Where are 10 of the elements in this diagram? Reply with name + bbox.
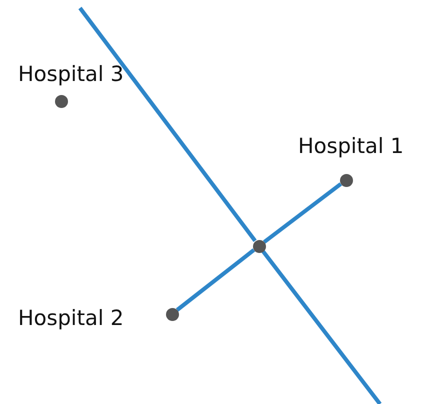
location-dot — [54, 94, 68, 108]
place-label: Hospital 1 — [298, 136, 404, 157]
location-dot — [340, 174, 352, 186]
location-dot — [166, 308, 178, 320]
connecting-line — [176, 248, 256, 312]
bisector-line — [78, 6, 257, 242]
connecting-line — [262, 182, 342, 244]
place-label: Hospital 2 — [18, 308, 124, 329]
place-label: Hospital 3 — [18, 64, 124, 85]
bisector-line — [261, 250, 382, 404]
